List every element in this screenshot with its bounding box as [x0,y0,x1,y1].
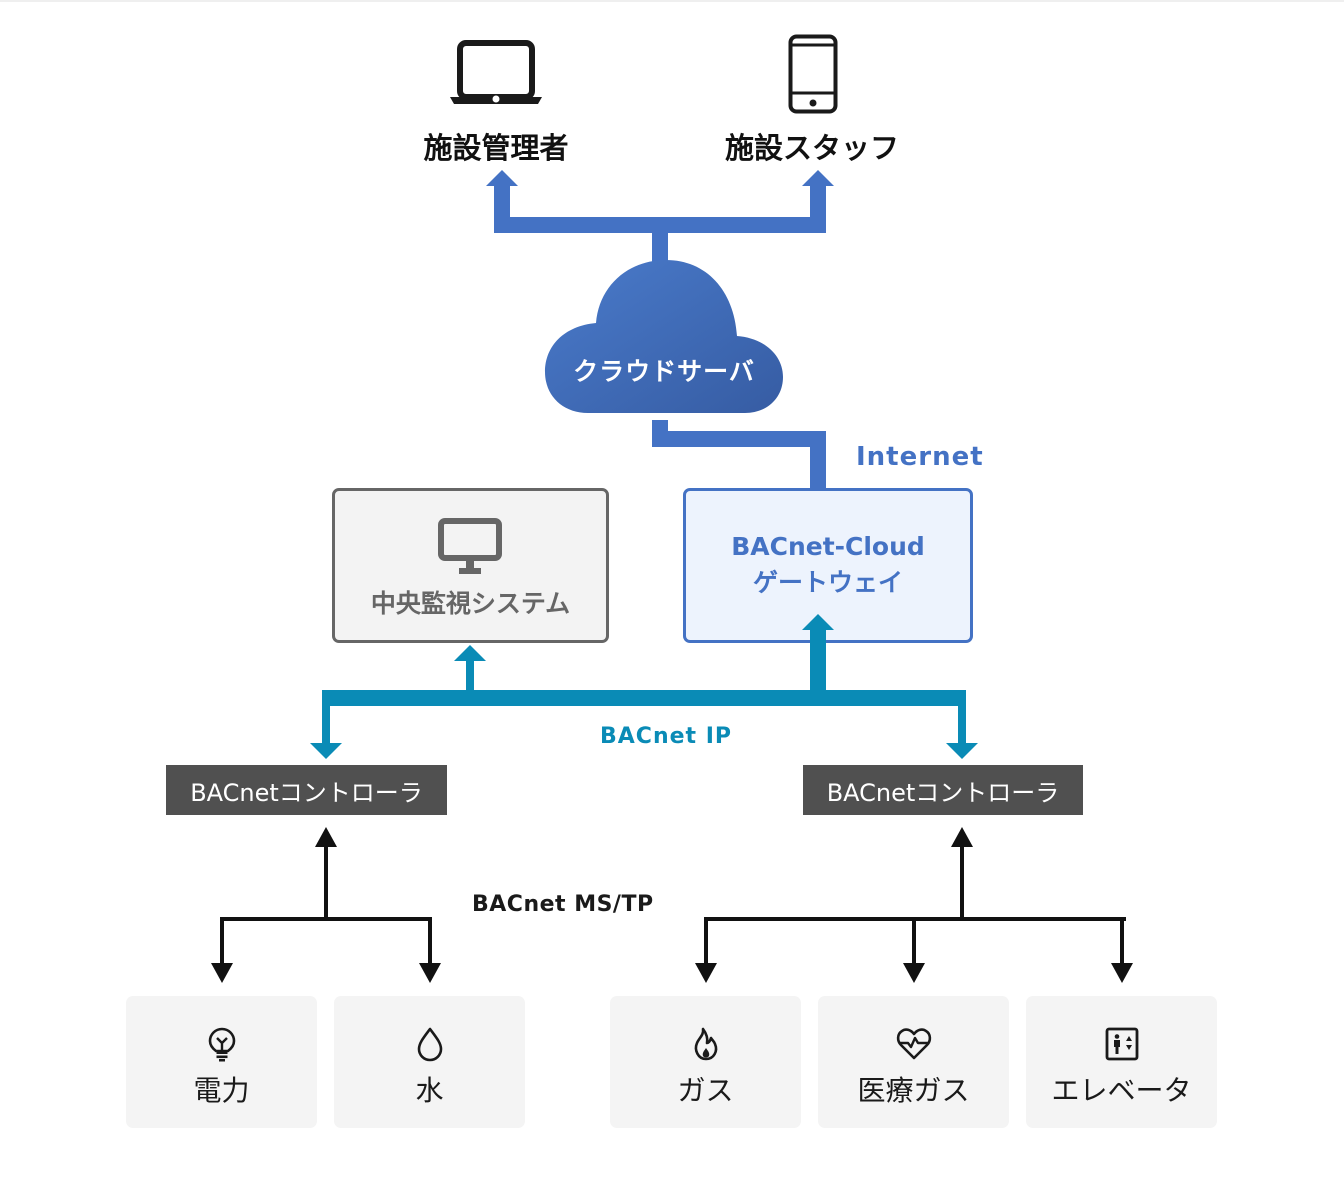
lightbulb-icon [208,1027,236,1062]
device-label-medical-gas: 医療ガス [857,1074,970,1107]
device-label-water: 水 [415,1074,444,1107]
heart-pulse-icon [896,1028,932,1060]
gateway-subtitle: ゲートウェイ [752,568,903,597]
arrow-to-central [454,645,486,661]
central-monitoring-label: 中央監視システム [370,589,571,618]
water-drop-icon [417,1027,443,1062]
monitor-icon [438,518,502,574]
controller-left: BACnetコントローラ [166,765,447,815]
mstp-left-horizontal [220,917,432,921]
internet-label: Internet [856,442,984,472]
device-tile-power: 電力 [126,996,317,1128]
arrow-to-gas [695,963,717,983]
device-tile-gas: ガス [610,996,801,1128]
arrow-to-controller-left [310,743,342,759]
laptop-icon [450,40,542,104]
cloud-icon [545,260,783,413]
device-tile-elevator: エレベータ [1026,996,1217,1128]
link-central-vertical [466,660,474,692]
mstp-branch-water [428,917,432,964]
mstp-branch-gas [704,917,708,964]
link-cloud-gateway-horizontal [652,431,826,447]
controller-right: BACnetコントローラ [803,765,1083,815]
elevator-icon [1105,1027,1139,1061]
device-label-power: 電力 [193,1074,250,1107]
link-users-horizontal [494,217,826,233]
arrow-to-controller-right-mstp [951,827,973,847]
arrow-to-water [419,963,441,983]
link-cloud-stem-top [652,232,668,262]
mstp-right-trunk [960,845,964,921]
arrow-to-gateway [802,614,834,630]
bacnet-mstp-label: BACnet MS/TP [472,892,654,917]
device-label-gas: ガス [677,1074,734,1107]
arrow-to-power [211,963,233,983]
arrow-to-manager [486,170,518,186]
mstp-branch-elevator [1120,917,1124,964]
bacnet-ip-bus [322,690,966,706]
device-tile-water: 水 [334,996,525,1128]
device-label-elevator: エレベータ [1051,1074,1192,1107]
cloud-server-label: クラウドサーバ [573,357,755,386]
arrow-to-controller-left-mstp [315,827,337,847]
smartphone-icon [788,34,838,114]
mstp-branch-medical-gas [912,917,916,964]
arrow-to-controller-right [946,743,978,759]
bacnet-ip-label: BACnet IP [600,724,733,749]
flame-icon [694,1027,718,1061]
link-gateway-vertical [810,431,826,491]
device-tile-medical-gas: 医療ガス [818,996,1009,1128]
facility-manager-label: 施設管理者 [423,131,569,165]
mstp-branch-power [220,917,224,964]
link-controller-left-vertical [322,705,330,744]
top-divider [0,0,1344,2]
mstp-left-trunk [324,845,328,921]
link-controller-right-vertical [958,705,966,744]
link-gateway-bus-vertical [810,629,826,692]
facility-staff-label: 施設スタッフ [724,131,899,165]
arrow-to-medical-gas [903,963,925,983]
arrow-to-staff [802,170,834,186]
gateway-title: BACnet-Cloud [731,532,925,561]
arrow-to-elevator [1111,963,1133,983]
